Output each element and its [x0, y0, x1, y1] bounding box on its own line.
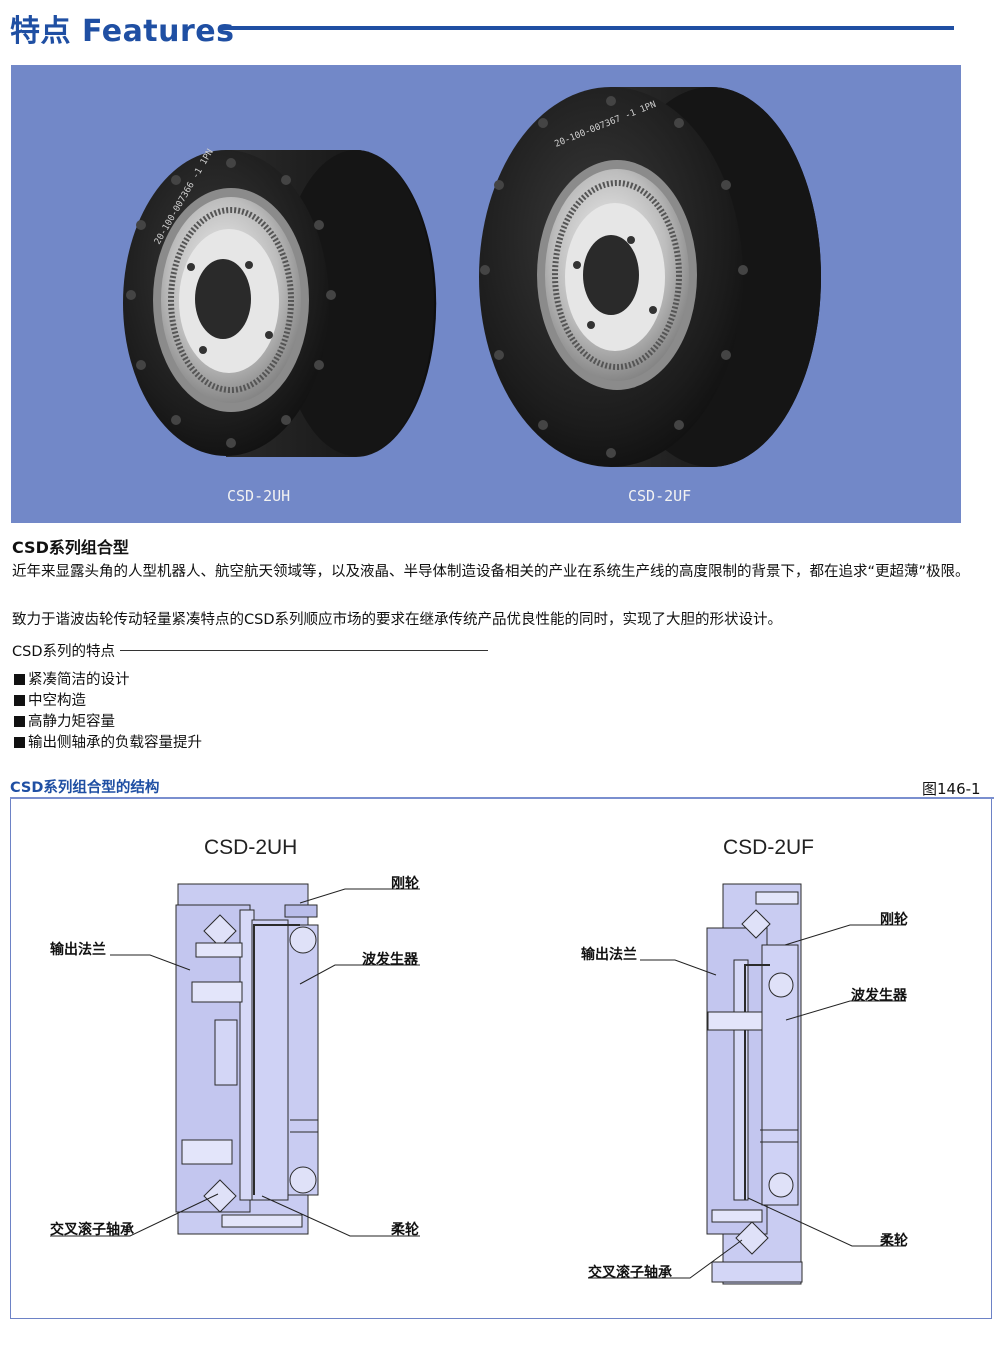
bullet-square-icon — [14, 695, 25, 706]
label-wave-generator-right: 波发生器 — [851, 988, 907, 1004]
csd-2uh-cross-section — [175, 883, 319, 1235]
feature-item: 中空构造 — [14, 691, 86, 712]
caption-csd-2uf: CSD-2UF — [628, 487, 692, 505]
feature-text: 紧凑简洁的设计 — [28, 672, 130, 688]
label-output-flange-left: 输出法兰 — [50, 942, 106, 958]
bullet-square-icon — [14, 737, 25, 748]
label-circular-spline-left: 刚轮 — [391, 876, 419, 892]
diagram-title-csd-2uf: CSD-2UF — [723, 836, 815, 859]
section-title: CSD系列组合型 — [12, 538, 129, 557]
label-cross-roller-bearing-right: 交叉滚子轴承 — [588, 1265, 672, 1281]
diagram-title-csd-2uh: CSD-2UH — [204, 836, 298, 859]
intro-paragraph-1: 近年来显露头角的人型机器人、航空航天领域等，以及液晶、半导体制造设备相关的产业在… — [12, 564, 970, 580]
product-photo: 20-100-007366 -1 1PN 20-100-007367 -1 1P… — [11, 65, 961, 523]
label-cross-roller-bearing-left: 交叉滚子轴承 — [50, 1222, 134, 1238]
label-output-flange-right: 输出法兰 — [581, 947, 637, 963]
caption-csd-2uh: CSD-2UH — [227, 487, 291, 505]
bullet-square-icon — [14, 716, 25, 727]
label-flexspline-left: 柔轮 — [391, 1222, 419, 1238]
feature-text: 输出侧轴承的负载容量提升 — [28, 735, 202, 751]
csd-2uh-unit-image: 20-100-007366 -1 1PN — [123, 148, 437, 457]
features-rule — [120, 650, 488, 651]
page-title: 特点 Features — [10, 14, 235, 49]
leader-lines — [50, 888, 906, 1279]
label-circular-spline-right: 刚轮 — [880, 912, 908, 928]
label-flexspline-right: 柔轮 — [880, 1233, 908, 1249]
figure-number: 图146-1 — [922, 780, 981, 798]
structure-rule — [10, 797, 994, 799]
feature-item: 高静力矩容量 — [14, 712, 115, 733]
feature-text: 高静力矩容量 — [28, 714, 115, 730]
product-photo-illustration: 20-100-007366 -1 1PN 20-100-007367 -1 1P… — [123, 87, 821, 467]
csd-2uf-cross-section — [706, 883, 803, 1285]
header-rule — [222, 26, 954, 30]
feature-item: 输出侧轴承的负载容量提升 — [14, 733, 202, 754]
structure-diagram-frame — [10, 799, 992, 1319]
bullet-square-icon — [14, 674, 25, 685]
features-heading: CSD系列的特点 — [12, 644, 115, 660]
feature-item: 紧凑简洁的设计 — [14, 670, 130, 691]
feature-text: 中空构造 — [28, 693, 86, 709]
structure-title: CSD系列组合型的结构 — [10, 780, 160, 796]
label-wave-generator-left: 波发生器 — [362, 952, 418, 968]
intro-paragraph-2: 致力于谐波齿轮传动轻量紧凑特点的CSD系列顺应市场的要求在继承传统产品优良性能的… — [12, 612, 782, 628]
csd-2uf-unit-image: 20-100-007367 -1 1PN — [479, 87, 821, 467]
